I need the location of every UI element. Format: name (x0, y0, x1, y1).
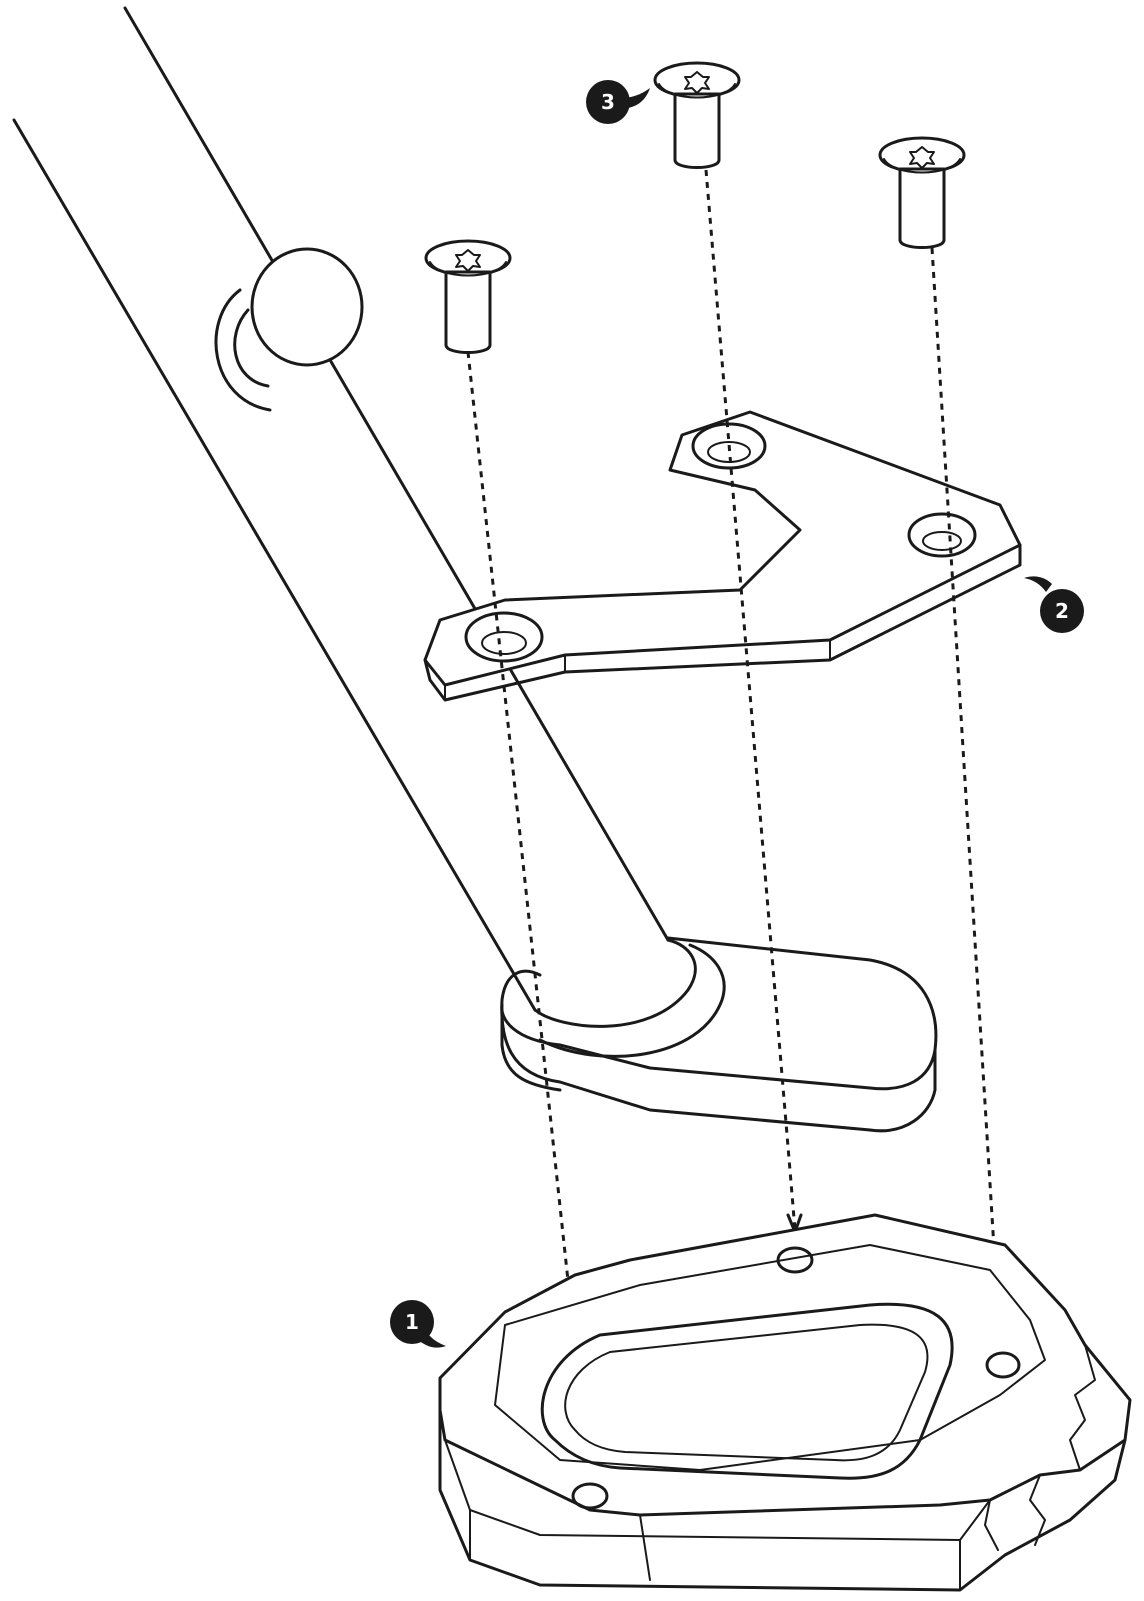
callout-1-label: 1 (405, 1310, 419, 1334)
plate-hole-top (691, 422, 767, 470)
extension-pad (438, 1213, 1132, 1592)
plate-hole-right (907, 512, 977, 558)
pad-hole-right (985, 1351, 1021, 1379)
callout-2-label: 2 (1055, 599, 1069, 623)
screw-middle (653, 61, 741, 169)
screw-left (424, 239, 512, 354)
kickstand-leg (12, 6, 670, 1012)
original-kickstand-foot (500, 936, 938, 1133)
screw-right (878, 136, 966, 249)
bracket-plate (423, 410, 1022, 702)
callout-1: 1 (390, 1300, 446, 1348)
callout-3: 3 (586, 80, 650, 124)
pad-hole-left (571, 1482, 609, 1510)
pivot-knob (250, 247, 364, 367)
plate-hole-left (464, 611, 544, 663)
pad-hole-top (776, 1246, 814, 1274)
callout-2: 2 (1024, 576, 1084, 633)
callout-3-label: 3 (601, 90, 615, 114)
